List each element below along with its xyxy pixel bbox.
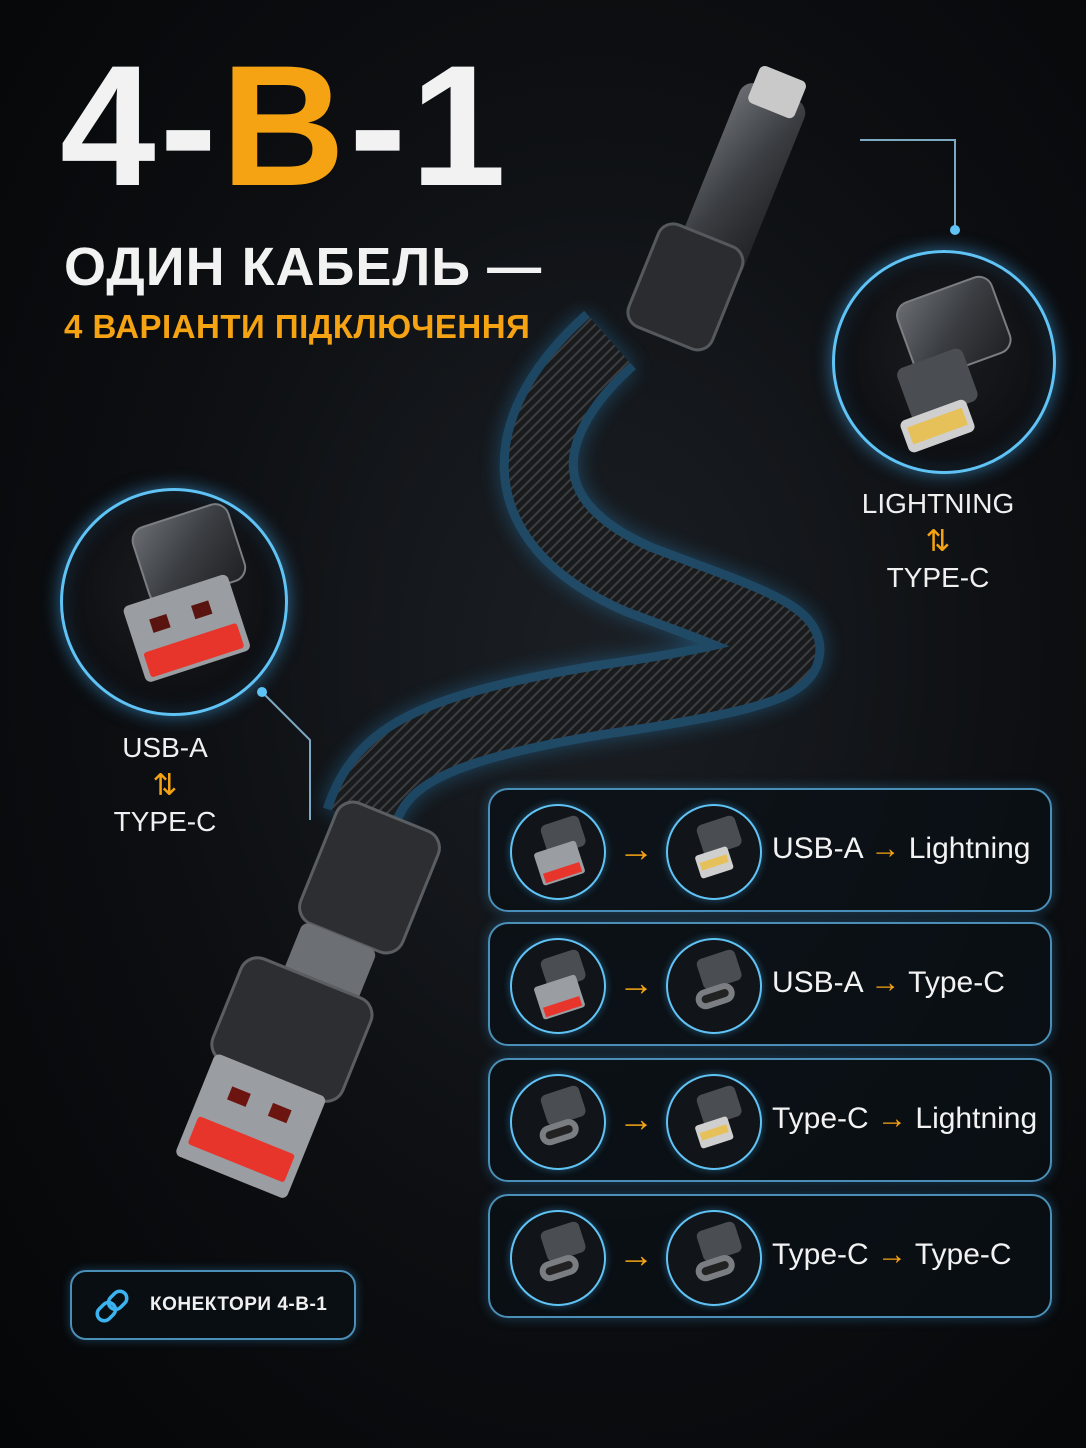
headline-part1: 4- [60, 30, 221, 222]
braided-cable [331, 317, 816, 831]
connectors-badge: КОНЕКТОРИ 4-В-1 [70, 1270, 356, 1340]
subtitle: ОДИН КАБЕЛЬ — [64, 237, 543, 297]
subtitle-accent: 4 ВАРІАНТИ ПІДКЛЮЧЕННЯ [64, 308, 531, 345]
conversion-label: USB-A → Lightning [772, 832, 1031, 865]
lightning-typec-caption: LIGHTNING ⇅ TYPE-C [848, 484, 1028, 598]
conversion-row: → Type-C → Lightning [488, 1058, 1052, 1182]
caption-top: USB-A [122, 732, 208, 763]
usba-typec-caption: USB-A ⇅ TYPE-C [90, 728, 240, 842]
connector-dot-left [257, 687, 267, 697]
lightning-adapter-circle [832, 250, 1056, 474]
conversion-label: Type-C → Type-C [772, 1238, 1012, 1271]
arrow-icon: → [618, 828, 654, 869]
connector-dot-top [950, 225, 960, 235]
conversion-row: → Type-C → Type-C [488, 1194, 1052, 1318]
lightning-icon [666, 1074, 762, 1170]
caption-top: LIGHTNING [861, 488, 1015, 519]
type-c-icon [666, 1210, 762, 1306]
usb-a-adapter-circle [60, 488, 288, 716]
swap-arrows-icon: ⇅ [925, 524, 951, 558]
type-c-icon [510, 1074, 606, 1170]
conversion-label: USB-A → Type-C [772, 966, 1005, 999]
link-icon [95, 1289, 129, 1323]
usb-a-icon [510, 938, 606, 1034]
lightning-icon [666, 804, 762, 900]
usb-a-icon [123, 503, 250, 682]
connector-line-left [261, 691, 311, 820]
lightning-icon [896, 275, 1012, 453]
type-c-icon [666, 938, 762, 1034]
type-c-icon [510, 1210, 606, 1306]
arrow-icon: → [618, 1098, 654, 1139]
headline-accent: В [220, 30, 350, 222]
caption-bottom: TYPE-C [113, 805, 217, 837]
badge-label: КОНЕКТОРИ 4-В-1 [150, 1294, 328, 1315]
headline-part2: -1 [349, 30, 511, 222]
caption-bottom: TYPE-C [886, 561, 990, 593]
swap-arrows-icon: ⇅ [152, 768, 178, 802]
connector-line-top [860, 139, 956, 230]
arrow-icon: → [618, 1234, 654, 1275]
top-connector [626, 65, 806, 352]
conversion-label: Type-C → Lightning [772, 1102, 1038, 1135]
bottom-connector [176, 800, 441, 1198]
headline: 4-В-1 [60, 40, 510, 212]
usb-a-icon [510, 804, 606, 900]
conversion-row: → USB-A → Lightning [488, 788, 1052, 912]
arrow-icon: → [618, 962, 654, 1003]
conversion-row: → USB-A → Type-C [488, 922, 1052, 1046]
